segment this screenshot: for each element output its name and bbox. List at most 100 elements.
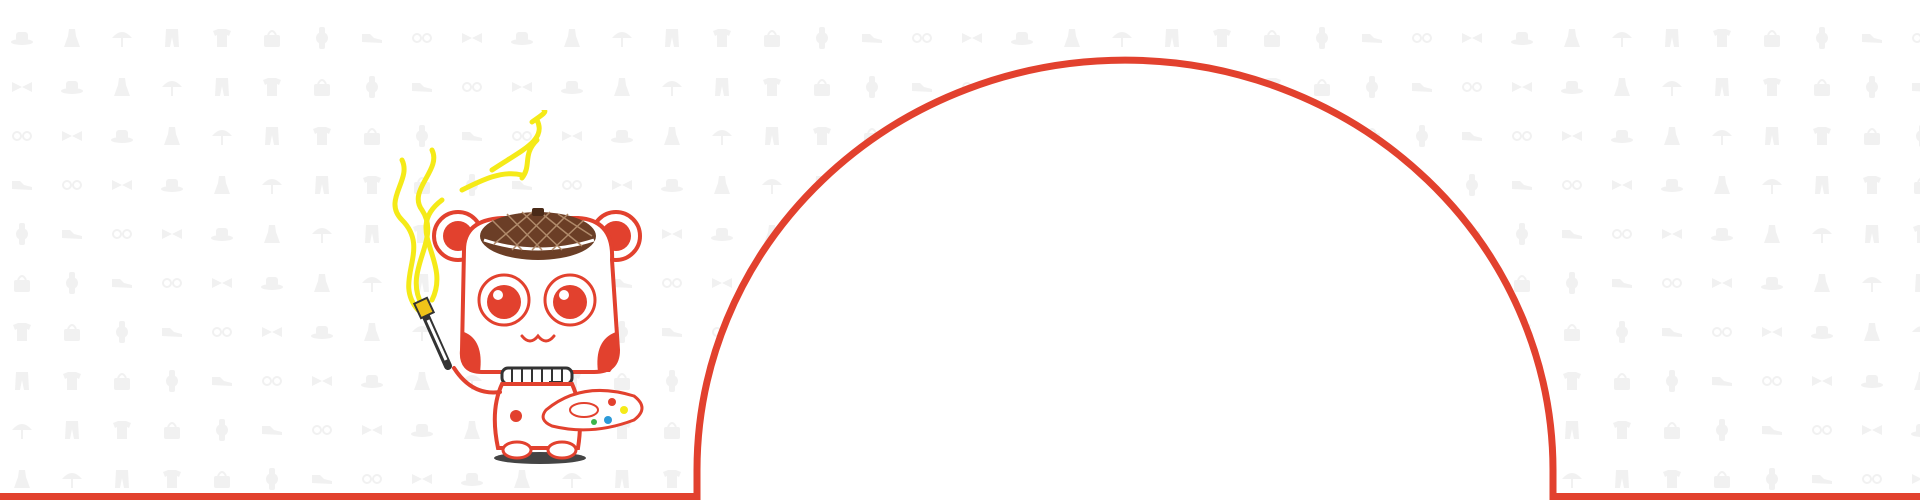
hat-icon [1661, 179, 1683, 192]
bag-icon [1664, 422, 1680, 439]
glasses-icon [1812, 425, 1832, 435]
glasses-icon [162, 278, 182, 288]
glasses-icon [1562, 180, 1582, 190]
trousers-icon [365, 225, 379, 243]
bow-tie-icon [1512, 82, 1532, 92]
watch-icon [116, 321, 128, 343]
umbrella-icon [362, 277, 382, 292]
shoe-icon [1862, 34, 1882, 43]
shirt-icon [1213, 29, 1231, 47]
umbrella-icon [12, 424, 32, 439]
umbrella-icon [562, 473, 582, 488]
bag-icon [764, 30, 780, 47]
shirt-icon [163, 470, 181, 488]
bow-tie-icon [162, 229, 182, 239]
trousers-icon [1765, 127, 1779, 145]
trousers-icon [215, 78, 229, 96]
right-eye [543, 273, 597, 327]
watch-icon [1616, 321, 1628, 343]
glasses-icon [412, 33, 432, 43]
shirt-icon [1663, 470, 1681, 488]
glasses-icon [12, 131, 32, 141]
umbrella-icon [712, 130, 732, 145]
glasses-icon [1712, 327, 1732, 337]
bow-tie-icon [1462, 33, 1482, 43]
shoe-icon [1712, 377, 1732, 386]
glasses-icon [912, 33, 932, 43]
shoe-icon [1512, 181, 1532, 190]
trousers-icon [715, 78, 729, 96]
hat-icon [511, 32, 533, 45]
trousers-icon [165, 29, 179, 47]
trousers-icon [315, 176, 329, 194]
dress-icon [714, 176, 730, 194]
dress-icon [1564, 29, 1580, 47]
hat-icon [1611, 130, 1633, 143]
shoe-icon [1812, 475, 1832, 484]
trousers-icon [765, 127, 779, 145]
umbrella-icon [1812, 228, 1832, 243]
umbrella-icon [1762, 179, 1782, 194]
bow-tie-icon [1812, 376, 1832, 386]
umbrella-icon [262, 179, 282, 194]
dress-icon [564, 29, 580, 47]
bow-tie-icon [462, 33, 482, 43]
watch-icon [866, 76, 878, 98]
shirt-icon [1713, 29, 1731, 47]
dress-icon [364, 323, 380, 341]
hat-icon [611, 130, 633, 143]
painter-bear-mascot [392, 110, 644, 464]
shoe-icon [862, 34, 882, 43]
shoe-icon [1762, 426, 1782, 435]
umbrella-icon [1712, 130, 1732, 145]
bottom-border-left [0, 493, 700, 500]
hat-icon [711, 228, 733, 241]
dress-icon [464, 421, 480, 439]
hat-icon [261, 277, 283, 290]
hat-icon [1511, 32, 1533, 45]
glasses-icon [362, 474, 382, 484]
bag-icon [1764, 30, 1780, 47]
shoe-icon [662, 328, 682, 337]
paint-palette [541, 389, 644, 432]
watch-icon [1766, 468, 1778, 490]
trousers-icon [115, 470, 129, 488]
bag-icon [1714, 471, 1730, 488]
watch-icon [1416, 125, 1428, 147]
hat-icon [11, 32, 33, 45]
umbrella-icon [112, 32, 132, 47]
bag-icon [1814, 79, 1830, 96]
arch-outline [693, 56, 1557, 500]
glasses-icon [1762, 376, 1782, 386]
hat-icon [1911, 424, 1920, 437]
glasses-icon [1862, 474, 1882, 484]
bow-tie-icon [1562, 131, 1582, 141]
glasses-icon [112, 229, 132, 239]
bow-tie-icon [62, 131, 82, 141]
dress-icon [264, 225, 280, 243]
hat-icon [1761, 277, 1783, 290]
trousers-icon [1565, 421, 1579, 439]
bow-tie-icon [1762, 327, 1782, 337]
shoe-icon [1562, 230, 1582, 239]
hat-icon [311, 326, 333, 339]
dress-icon [414, 372, 430, 390]
bag-icon [364, 128, 380, 145]
trousers-icon [1615, 470, 1629, 488]
dress-icon [314, 274, 330, 292]
shoe-icon [1362, 34, 1382, 43]
hat-icon [1011, 32, 1033, 45]
trousers-icon [265, 127, 279, 145]
glasses-icon [62, 180, 82, 190]
glasses-icon [512, 131, 532, 141]
bag-icon [814, 79, 830, 96]
shoe-icon [612, 279, 632, 288]
shoe-icon [312, 475, 332, 484]
mascot-mouth [520, 333, 556, 343]
shoe-icon [512, 181, 532, 190]
bag-icon [114, 373, 130, 390]
dress-icon [614, 78, 630, 96]
watch-icon [316, 27, 328, 49]
bow-tie-icon [12, 82, 32, 92]
